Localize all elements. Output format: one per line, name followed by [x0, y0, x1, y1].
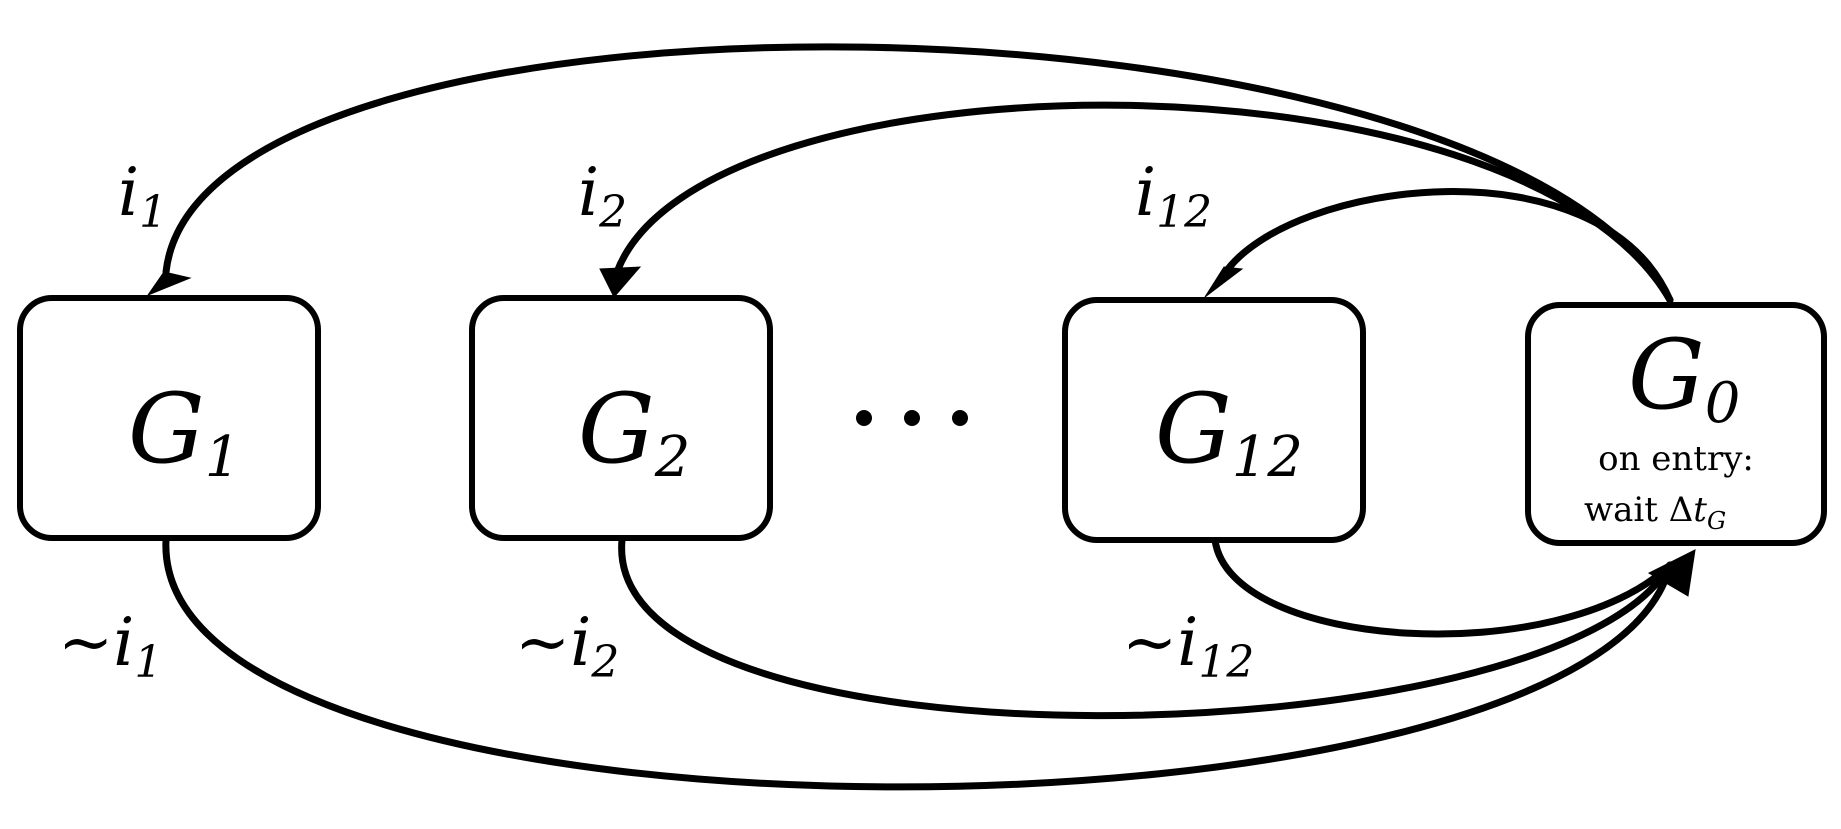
edge-g0-to-g1	[162, 43, 1674, 304]
edge-g2-to-g0	[618, 536, 1674, 720]
edge-label-i1: i1	[118, 154, 167, 238]
edge-g12-to-g0	[1211, 536, 1674, 638]
edge-g0-to-g2	[613, 101, 1674, 304]
state-g0: G0 on entry: wait ΔtG	[1525, 302, 1827, 546]
arrowhead-g0	[1647, 549, 1696, 597]
arrowhead-g12	[1204, 266, 1244, 298]
edge-g1-to-g0	[162, 536, 1674, 791]
edge-label-not-i2: ~i2	[515, 604, 619, 688]
svg-text:G1: G1	[128, 373, 240, 490]
edge-label-i2: i2	[578, 154, 627, 238]
arrowhead-g1	[146, 271, 192, 297]
edge-label-not-i12: ~i12	[1122, 604, 1254, 688]
edge-label-not-i1: ~i1	[58, 604, 162, 688]
svg-text:G2: G2	[578, 373, 690, 490]
g0-entry-label: on entry:	[1598, 439, 1754, 479]
svg-text:G0: G0	[1628, 319, 1740, 436]
edge-label-i12: i12	[1135, 154, 1212, 238]
state-g2: G2	[469, 295, 773, 541]
state-g1: G1	[17, 295, 321, 541]
svg-text:G12: G12	[1155, 373, 1303, 490]
state-g12: G12	[1062, 297, 1366, 543]
g0-wait-label: wait ΔtG	[1584, 490, 1726, 535]
arrowhead-g2	[599, 266, 642, 298]
ellipsis	[856, 410, 968, 426]
edge-g0-to-g12	[1221, 188, 1674, 304]
